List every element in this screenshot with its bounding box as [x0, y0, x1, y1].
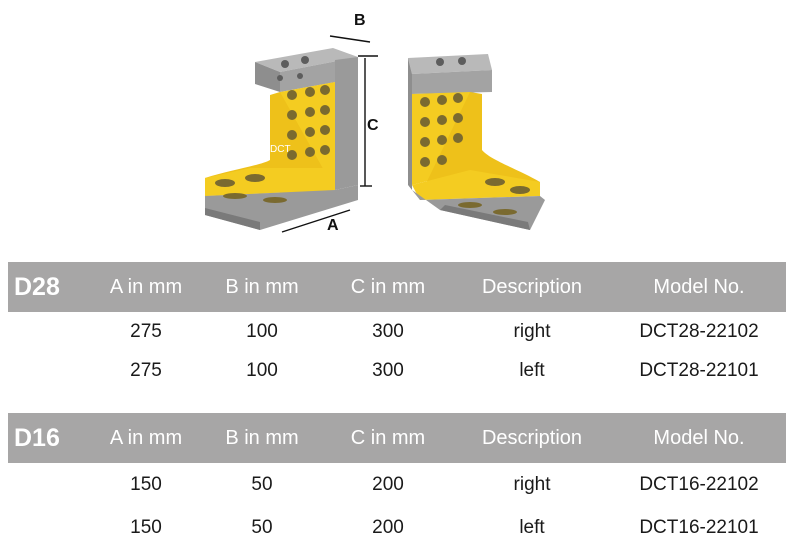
column-header-model: Model No.: [653, 275, 745, 298]
column-header-c: C in mm: [350, 426, 426, 449]
angle-bracket-illustration: DCT B C A: [205, 12, 545, 234]
cell-b: 100: [246, 359, 278, 381]
cell-c: 300: [372, 359, 404, 381]
cell-model: DCT28-22101: [639, 359, 759, 381]
bracket-right-hand: DCT: [205, 48, 358, 230]
cell-model: DCT16-22102: [639, 473, 759, 495]
cell-a: 150: [130, 516, 162, 538]
series-label: D16: [14, 423, 60, 452]
column-header-b: B in mm: [225, 426, 299, 449]
spec-table-d28: D28 A in mm B in mm C in mm Description …: [8, 262, 786, 390]
cell-c: 300: [372, 320, 404, 342]
cell-b: 50: [251, 516, 273, 538]
dimension-label-b: B: [354, 12, 366, 29]
cell-b: 50: [251, 473, 273, 495]
table-row: 150 50 200 right DCT16-22102: [8, 465, 786, 504]
cell-c: 200: [372, 473, 404, 495]
cell-model: DCT16-22101: [639, 516, 759, 538]
series-label: D28: [14, 272, 60, 301]
dimension-lines: [281, 35, 378, 233]
column-header-c: C in mm: [350, 275, 426, 298]
cell-model: DCT28-22102: [639, 320, 759, 342]
spec-table-d16: D16 A in mm B in mm C in mm Description …: [8, 413, 786, 547]
column-header-a: A in mm: [109, 275, 183, 298]
column-header-description: Description: [481, 426, 583, 449]
dimension-label-a: A: [327, 217, 339, 234]
cell-b: 100: [246, 320, 278, 342]
dimension-label-c: C: [367, 117, 379, 134]
column-header-model: Model No.: [653, 426, 745, 449]
table-header: D28 A in mm B in mm C in mm Description …: [8, 262, 786, 312]
cell-description: left: [519, 359, 545, 381]
cell-description: left: [519, 516, 545, 538]
cell-c: 200: [372, 516, 404, 538]
cell-a: 150: [130, 473, 162, 495]
cell-description: right: [513, 473, 551, 495]
column-header-b: B in mm: [225, 275, 299, 298]
table-row: 275 100 300 right DCT28-22102: [8, 312, 786, 351]
table-header: D16 A in mm B in mm C in mm Description …: [8, 413, 786, 463]
table-row: 275 100 300 left DCT28-22101: [8, 351, 786, 390]
cell-description: right: [513, 320, 551, 342]
table-row: 150 50 200 left DCT16-22101: [8, 508, 786, 547]
logo-text: DCT: [270, 144, 291, 155]
column-header-a: A in mm: [109, 426, 183, 449]
cell-a: 275: [130, 359, 162, 381]
bracket-left-hand: [408, 54, 545, 230]
cell-a: 275: [130, 320, 162, 342]
column-header-description: Description: [481, 275, 583, 298]
